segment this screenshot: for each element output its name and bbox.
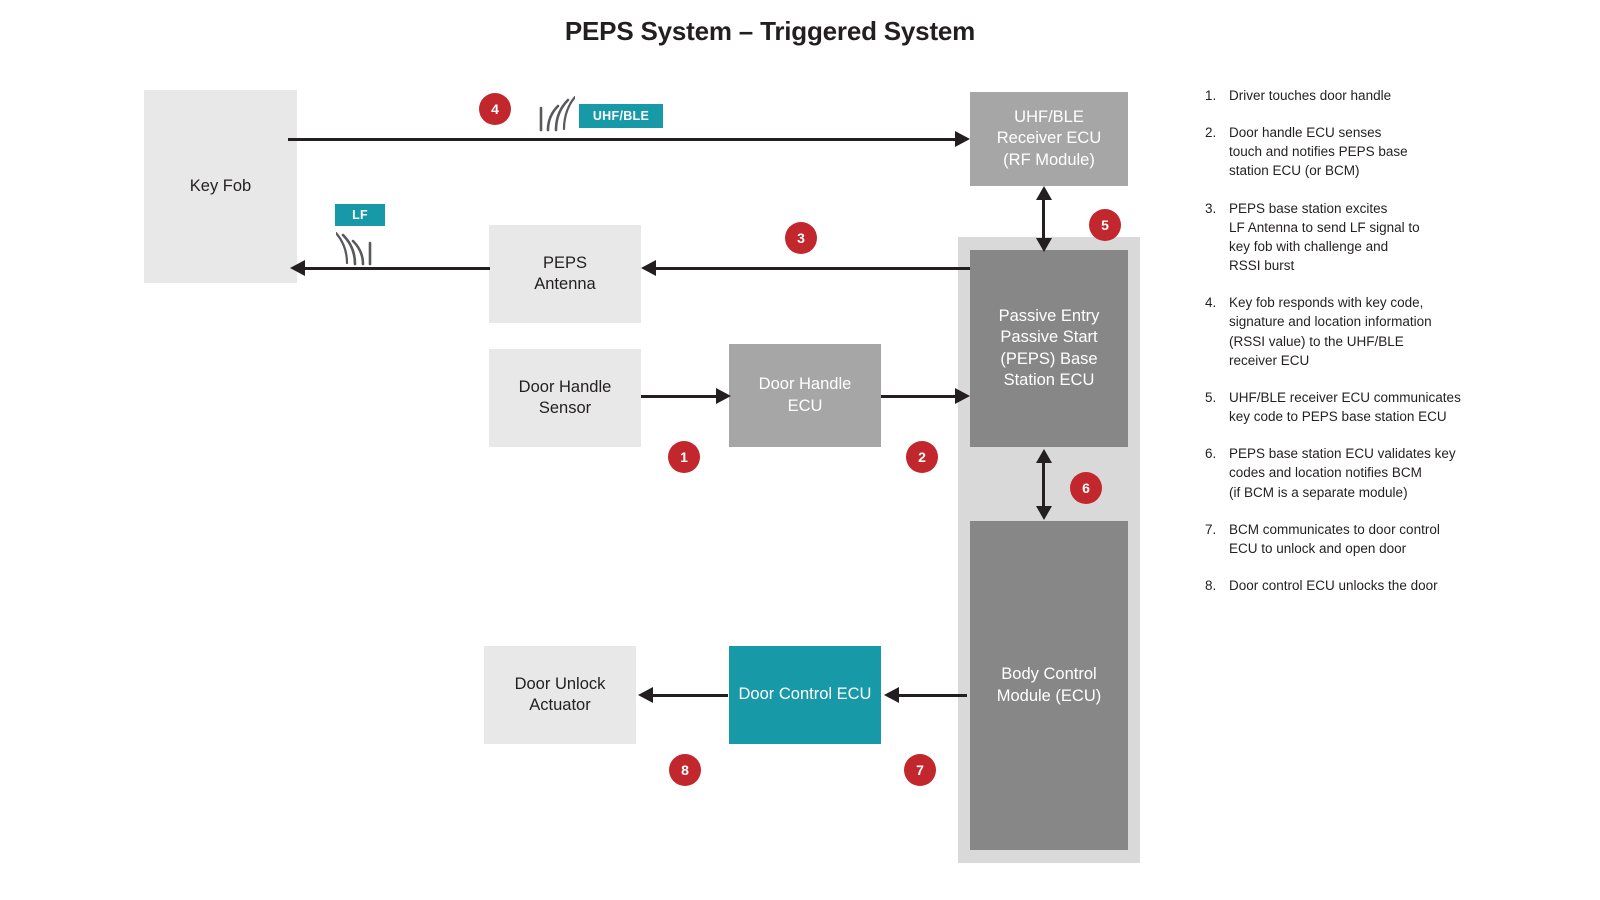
box-door-handle-ecu[interactable]: Door Handle ECU [729,344,881,447]
connector-sensor-to-handle-ecu [641,395,721,398]
step-badge-2-label: 2 [918,449,926,465]
list-item: 8. Door control ECU unlocks the door [1205,576,1505,595]
arrowhead-antenna-to-keyfob [290,260,305,276]
page-title: PEPS System – Triggered System [564,16,976,46]
step-number: 1. [1205,88,1217,103]
box-door-unlock-actuator-label: Door Unlock Actuator [514,674,606,714]
box-door-control-ecu-label: Door Control ECU [738,685,872,704]
step-description: PEPS base station excites LF Antenna to … [1229,200,1420,274]
arrowhead-up-peps-base-bcm [1036,449,1052,463]
step-badge-8-label: 8 [681,762,689,778]
step-badge-1[interactable]: 1 [668,441,700,473]
connector-uhf-receiver-to-peps-base [1042,192,1045,245]
list-item: 3. PEPS base station excites LF Antenna … [1205,199,1505,276]
step-badge-3-label: 3 [797,230,805,246]
arrowhead-peps-base-to-antenna [641,260,656,276]
box-peps-base-station-ecu-label: Passive Entry Passive Start (PEPS) Base … [998,307,1100,389]
arrowhead-down-peps-base [1036,238,1052,252]
step-description: UHF/BLE receiver ECU communicates key co… [1229,389,1461,425]
connector-handle-ecu-to-peps-base [881,395,962,398]
connector-door-control-to-actuator [650,694,728,697]
step-badge-3[interactable]: 3 [785,222,817,254]
list-item: 5. UHF/BLE receiver ECU communicates key… [1205,388,1505,426]
box-body-control-module[interactable]: Body Control Module (ECU) [970,521,1128,850]
step-number: 5. [1205,389,1217,405]
list-item: 2. Door handle ECU senses touch and noti… [1205,123,1505,180]
step-description: Driver touches door handle [1229,88,1392,103]
step-number: 8. [1205,577,1217,593]
list-item: 7. BCM communicates to door control ECU … [1205,520,1505,558]
box-uhf-ble-receiver-ecu-label: UHF/BLE Receiver ECU (RF Module) [996,108,1102,169]
box-key-fob-label: Key Fob [189,176,252,195]
step-badge-1-label: 1 [680,449,688,465]
box-door-handle-sensor-label: Door Handle Sensor [518,377,612,417]
box-door-handle-ecu-label: Door Handle ECU [758,375,852,415]
box-peps-antenna-label: PEPS Antenna [534,253,596,293]
connector-bcm-to-door-control-ecu [895,694,967,697]
box-door-handle-sensor[interactable]: Door Handle Sensor [489,349,641,447]
step-badge-7-label: 7 [916,762,924,778]
connector-peps-base-to-antenna [648,267,970,270]
step-number: 4. [1205,295,1217,311]
box-key-fob[interactable]: Key Fob [144,90,297,283]
box-door-control-ecu[interactable]: Door Control ECU [729,646,881,744]
list-item: 6. PEPS base station ECU validates key c… [1205,444,1505,501]
step-number: 3. [1205,200,1217,216]
box-peps-base-station-ecu[interactable]: Passive Entry Passive Start (PEPS) Base … [970,250,1128,447]
step-description: BCM communicates to door control ECU to … [1229,521,1440,556]
tag-lf-label: LF [352,208,368,222]
lf-signal-waves-icon [336,232,372,266]
step-badge-5-label: 5 [1101,217,1109,233]
step-description: Key fob responds with key code, signatur… [1229,295,1432,368]
step-badge-2[interactable]: 2 [906,441,938,473]
connector-antenna-to-keyfob [304,267,490,270]
arrowhead-up-uhf-receiver [1036,186,1052,200]
arrowhead-sensor-to-handle-ecu [716,388,731,404]
step-badge-6-label: 6 [1082,480,1090,496]
box-peps-antenna[interactable]: PEPS Antenna [489,225,641,323]
step-description: Door handle ECU senses touch and notifie… [1229,125,1408,179]
arrowhead-down-bcm [1036,506,1052,520]
box-uhf-ble-receiver-ecu[interactable]: UHF/BLE Receiver ECU (RF Module) [970,92,1128,186]
step-number: 2. [1205,125,1217,141]
steps-legend: 1. Driver touches door handle 2. Door ha… [1205,86,1505,613]
step-badge-5[interactable]: 5 [1089,209,1121,241]
tag-lf: LF [335,204,385,226]
tag-uhf-ble-label: UHF/BLE [592,109,650,123]
connector-peps-base-to-bcm [1042,455,1045,513]
tag-uhf-ble: UHF/BLE [579,104,663,128]
step-badge-6[interactable]: 6 [1070,472,1102,504]
list-item: 4. Key fob responds with key code, signa… [1205,293,1505,370]
step-badge-4[interactable]: 4 [479,93,511,125]
step-badge-8[interactable]: 8 [669,754,701,786]
step-description: Door control ECU unlocks the door [1229,577,1438,593]
arrowhead-bcm-to-door-control-ecu [884,687,899,703]
step-description: PEPS base station ECU validates key code… [1229,446,1456,500]
box-body-control-module-label: Body Control Module (ECU) [996,665,1102,705]
box-door-unlock-actuator[interactable]: Door Unlock Actuator [484,646,636,744]
step-number: 6. [1205,446,1217,462]
step-badge-7[interactable]: 7 [904,754,936,786]
step-badge-4-label: 4 [491,101,499,117]
step-number: 7. [1205,521,1217,537]
rf-signal-waves-icon [539,96,575,132]
arrowhead-handle-ecu-to-peps-base [955,388,970,404]
arrowhead-keyfob-to-uhf-receiver [955,131,970,147]
list-item: 1. Driver touches door handle [1205,86,1505,105]
connector-keyfob-to-uhf-receiver [288,138,955,141]
arrowhead-door-control-to-actuator [638,687,653,703]
